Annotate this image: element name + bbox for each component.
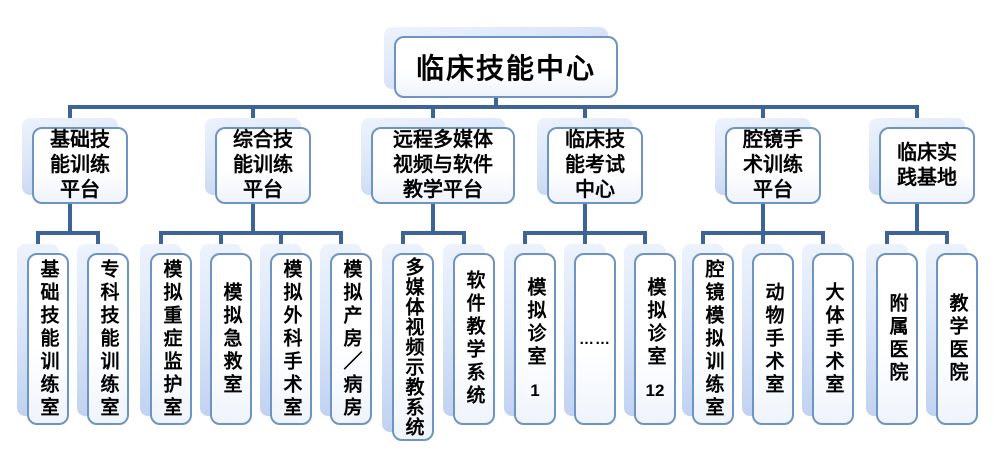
leaf-label: 模拟诊室 xyxy=(524,277,546,369)
connector-leaf-drop xyxy=(339,231,343,250)
connector-leaf-drop xyxy=(462,231,466,250)
leaf-endoscopic-training-room: 腔镜模拟训练室 xyxy=(682,244,734,425)
connector-parent-drop xyxy=(251,200,255,235)
leaf-software-teaching-system: 软件教学系统 xyxy=(443,244,495,425)
leaf-label: 多媒体视频示教系统 xyxy=(402,257,424,437)
connector-leaf-drop xyxy=(96,231,100,250)
node-root-label: 临床技能中心 xyxy=(394,36,618,98)
connector-l2-drop xyxy=(251,105,255,122)
connector-parent-drop xyxy=(68,200,72,235)
connector-leaf-drop xyxy=(279,231,283,250)
node-label: 临床实践基地 xyxy=(879,127,975,204)
connector-leaf-drop xyxy=(885,231,889,250)
leaf-label: 基础技能训练室 xyxy=(37,258,59,420)
connector-leaf-drop xyxy=(159,231,163,250)
leaf-label: 大体手术室 xyxy=(822,281,844,397)
node-label: 基础技能训练平台 xyxy=(32,127,128,204)
leaf-label: 模拟诊室 xyxy=(644,277,666,369)
leaf-icu-simulation-room: 模拟重症监护室 xyxy=(140,244,192,425)
connector-leaf-drop xyxy=(701,231,705,250)
connector-parent-drop xyxy=(431,200,435,235)
connector-l2-drop xyxy=(761,105,765,122)
leaf-label: 附属医院 xyxy=(886,293,908,385)
node-platform-multimedia-teaching: 远程多媒体视频与软件教学平台 xyxy=(361,118,515,204)
connector-parent-drop xyxy=(915,200,919,235)
leaf-animal-operating-room: 动物手术室 xyxy=(742,244,794,425)
connector-main-bus xyxy=(68,105,919,109)
leaf-label: 模拟重症监护室 xyxy=(160,258,182,420)
connector-root-drop xyxy=(494,95,498,109)
node-platform-exam-center: 临床技能考试中心 xyxy=(537,118,643,204)
ellipsis-label: …… xyxy=(579,330,611,348)
leaf-label: 腔镜模拟训练室 xyxy=(702,258,724,420)
leaf-label: 模拟外科手术室 xyxy=(280,258,302,420)
leaf-exam-room-12: 模拟诊室 12 xyxy=(624,244,676,425)
leaf-label: 模拟急救室 xyxy=(220,281,242,397)
node-label: 临床技能考试中心 xyxy=(547,127,643,204)
connector-leaf-drop xyxy=(583,231,587,250)
leaf-exam-room-1: 模拟诊室 1 xyxy=(504,244,556,425)
connector-leaf-drop xyxy=(401,231,405,250)
connector-leaf-drop xyxy=(643,231,647,250)
connector-group-bus xyxy=(36,231,100,235)
connector-l2-drop xyxy=(583,105,587,122)
leaf-affiliated-hospital: 附属医院 xyxy=(866,244,918,425)
node-platform-clinical-practice: 临床实践基地 xyxy=(869,118,975,204)
leaf-label: 专科技能训练室 xyxy=(97,258,119,420)
leaf-cadaver-operating-room: 大体手术室 xyxy=(802,244,854,425)
connector-group-bus xyxy=(401,231,466,235)
node-label: 综合技能训练平台 xyxy=(215,127,311,204)
leaf-label: 动物手术室 xyxy=(762,281,784,397)
leaf-number: 12 xyxy=(645,381,665,400)
connector-group-bus xyxy=(159,231,343,235)
connector-leaf-drop xyxy=(523,231,527,250)
node-root: 临床技能中心 xyxy=(384,27,618,98)
leaf-label: 软件教学系统 xyxy=(463,270,485,408)
connector-l2-drop xyxy=(915,105,919,122)
node-label: 腔镜手术训练平台 xyxy=(725,127,821,204)
leaf-exam-room-ellipsis: …… xyxy=(564,244,616,425)
connector-parent-drop xyxy=(583,200,587,235)
connector-l2-drop xyxy=(431,105,435,122)
connector-leaf-drop xyxy=(821,231,825,250)
leaf-basic-skills-room: 基础技能训练室 xyxy=(17,244,69,425)
connector-l2-drop xyxy=(68,105,72,122)
connector-parent-drop xyxy=(761,200,765,235)
leaf-surgery-simulation-room: 模拟外科手术室 xyxy=(260,244,312,425)
leaf-delivery-ward-simulation-room: 模拟产房／病房 xyxy=(320,244,372,425)
leaf-label: 教学医院 xyxy=(946,293,968,385)
node-label: 远程多媒体视频与软件教学平台 xyxy=(371,127,515,204)
leaf-emergency-simulation-room: 模拟急救室 xyxy=(200,244,252,425)
connector-leaf-drop xyxy=(36,231,40,250)
node-platform-comprehensive-skills: 综合技能训练平台 xyxy=(205,118,311,204)
leaf-label: 模拟产房／病房 xyxy=(340,258,362,420)
connector-group-bus xyxy=(885,231,949,235)
connector-leaf-drop xyxy=(945,231,949,250)
leaf-specialty-skills-room: 专科技能训练室 xyxy=(77,244,129,425)
leaf-multimedia-demo-system: 多媒体视频示教系统 xyxy=(382,244,434,441)
node-platform-endoscopic-surgery: 腔镜手术训练平台 xyxy=(715,118,821,204)
leaf-teaching-hospital: 教学医院 xyxy=(926,244,978,425)
leaf-number: 1 xyxy=(530,381,540,400)
connector-leaf-drop xyxy=(761,231,765,250)
connector-leaf-drop xyxy=(219,231,223,250)
node-platform-basic-skills: 基础技能训练平台 xyxy=(22,118,128,204)
